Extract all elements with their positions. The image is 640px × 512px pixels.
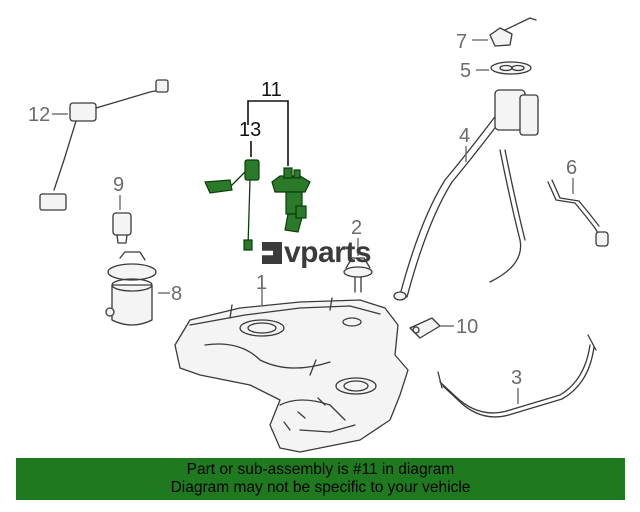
leader-11-bracket (247, 100, 289, 166)
grommet-part-2 (343, 257, 373, 293)
callout-6: 6 (566, 157, 577, 179)
callout-2: 2 (351, 217, 362, 239)
sensor-part-6 (547, 179, 609, 247)
callout-9: 9 (113, 174, 124, 196)
canister-part-8 (105, 251, 157, 326)
callout-8: 8 (171, 283, 182, 305)
callout-13: 13 (239, 119, 261, 141)
callout-10: 10 (456, 316, 478, 338)
notice-line-1: Part or sub-assembly is #11 in diagram (186, 461, 455, 478)
filler-pipe-part-4 (393, 89, 539, 301)
tank-strap-part-3 (437, 334, 597, 418)
bracket-part-10 (409, 317, 441, 339)
brand-watermark-text: vparts (284, 236, 372, 269)
callout-3: 3 (511, 367, 522, 389)
fuel-cap-part-7 (489, 17, 537, 47)
callout-12: 12 (28, 104, 50, 126)
sender-part-12 (39, 79, 169, 211)
notice-line-2: Diagram may not be specific to your vehi… (170, 479, 471, 496)
callout-5: 5 (460, 60, 471, 82)
gasket-part-5 (490, 61, 532, 75)
brand-watermark: vparts (262, 236, 372, 270)
callout-11: 11 (261, 79, 282, 101)
callout-4: 4 (459, 125, 470, 147)
level-sender-part-13 (204, 159, 260, 251)
callout-7: 7 (456, 31, 467, 53)
brand-logo-icon (262, 242, 282, 264)
notice-banner: Part or sub-assembly is #11 in diagram D… (16, 458, 625, 500)
callout-1: 1 (256, 272, 267, 294)
fuel-tank-part-1 (174, 297, 409, 453)
fuel-pump-module-part-11 (271, 167, 311, 233)
regulator-part-9 (112, 212, 132, 244)
